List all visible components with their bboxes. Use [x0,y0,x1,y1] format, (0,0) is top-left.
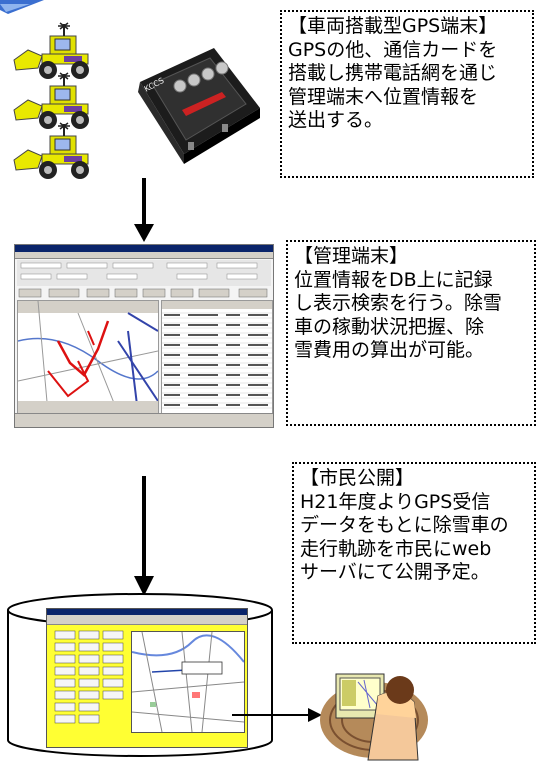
public-release-title: 【市民公開】 [300,467,415,489]
browser-titlebar [47,609,247,615]
citizen-computer-illustration [320,673,428,761]
note-line: サーバにて公開予定。 [300,561,490,583]
note-line: データをもとに除雪車の [300,514,509,536]
menu-buttons-panel [53,629,125,739]
street-map-panel [131,631,245,733]
note-line: 位置情報をDB上に記録 [294,268,493,291]
bottom-button-bar [15,413,273,427]
arrow-right-icon [232,708,322,722]
form-area [17,260,271,286]
management-terminal-note: 【管理端末】 位置情報をDB上に記録 し表示検索を行う。除雪 車の稼動状況把握、… [286,240,536,426]
note-line: し表示検索を行う。除雪 [294,292,502,314]
map-panel [17,300,159,414]
note-line: 走行軌跡を市民にweb [300,537,492,560]
blue-corner-shape [0,0,44,14]
snowplow-loader-icon [13,122,89,179]
snowplow-loader-icon [13,22,89,79]
vehicle-gps-terminal-note: 【車両搭載型GPS端末】 GPSの他、通信カードを 搭載し携帯電話網を通じ 管理… [280,10,534,178]
snowplow-loader-icon [13,72,89,129]
arrow-down-icon [134,476,154,596]
note-line: 搭載し携帯電話網を通じ [288,62,498,84]
vehicle-gps-terminal-title: 【車両搭載型GPS端末】 [288,15,498,37]
window-menubar [15,252,273,259]
note-line: 管理端末へ位置情報を [288,85,479,108]
management-terminal-title: 【管理端末】 [294,245,409,267]
note-line: GPSの他、通信カードを [288,38,498,61]
arrow-down-icon [134,178,154,242]
data-table-panel [161,300,273,414]
management-terminal-screenshot [14,244,274,428]
public-web-screenshot [46,608,248,748]
note-line: H21年度よりGPS受信 [300,490,491,513]
button-row [17,288,271,298]
browser-toolbar [47,615,247,625]
public-release-note: 【市民公開】 H21年度よりGPS受信 データをもとに除雪車の 走行軌跡を市民に… [292,462,536,644]
gps-device-image: KCCS [138,48,260,164]
note-line: 送出する。 [288,109,384,131]
note-line: 雪費用の算出が可能。 [294,339,485,361]
window-titlebar [15,245,273,252]
note-line: 車の稼動状況把握、除 [294,315,485,338]
